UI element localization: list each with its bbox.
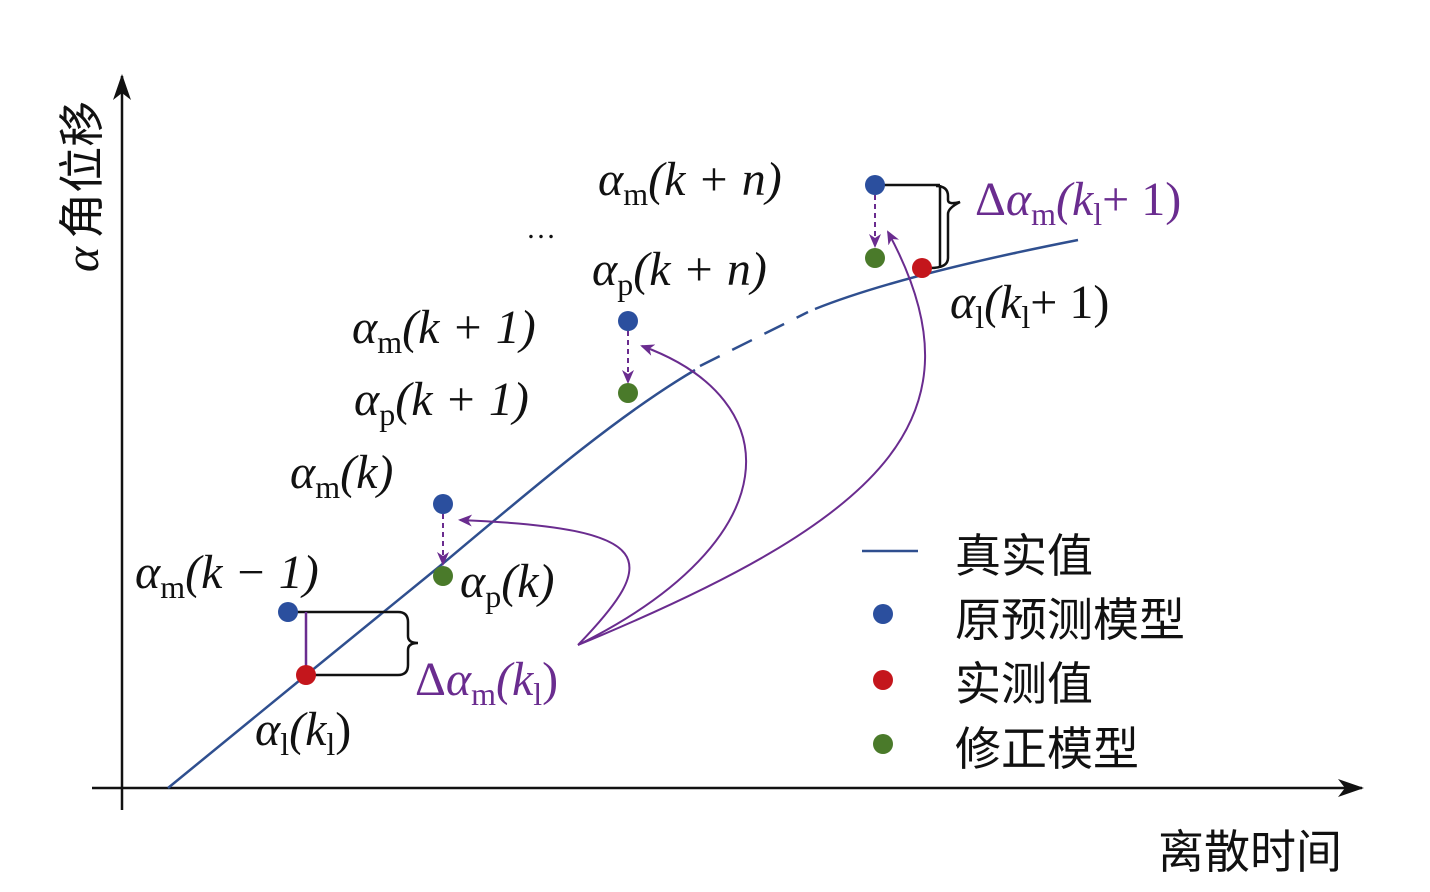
feedback-arrow (458, 514, 631, 646)
label-delta-am-k1: Δαm(kl) (415, 653, 558, 712)
label-ap-k: αp(k) (460, 555, 554, 614)
feedback-arrow (577, 344, 748, 646)
predicted-point (865, 175, 885, 195)
ellipsis: … (526, 212, 556, 245)
legend-red-dot (873, 670, 893, 690)
legend: 真实值 原预测模型 实测值 修正模型 (862, 529, 1185, 776)
svg-text:α角位移: α角位移 (55, 101, 109, 272)
label-am-k-plus-n: αm(k + n) (598, 153, 782, 212)
true-value-curve (167, 368, 696, 789)
corrected-point (618, 383, 638, 403)
y-axis-label: α角位移 (55, 101, 109, 272)
x-axis-label: 离散时间 (1158, 825, 1342, 879)
predicted-point (433, 494, 453, 514)
label-ap-k-plus-n: αp(k + n) (592, 243, 767, 302)
predicted-point (618, 311, 638, 331)
corrected-point (433, 566, 453, 586)
legend-green-dot (873, 734, 893, 754)
label-am-k-plus-1: αm(k + 1) (352, 301, 536, 360)
feedback-arrow (577, 230, 926, 646)
label-ap-k-plus-1: αp(k + 1) (354, 373, 529, 432)
legend-blue-dot (873, 604, 893, 624)
label-delta-am-k1-plus-1: Δαm(kl+ 1) (975, 173, 1181, 232)
label-a1-k1: αl(kl) (255, 703, 351, 762)
legend-label: 真实值 (955, 529, 1093, 583)
legend-label: 实测值 (955, 657, 1093, 711)
label-a1-k1-plus-1: αl(kl+ 1) (950, 276, 1109, 335)
delta-bracket-k1 (288, 610, 419, 677)
measured-point (296, 665, 316, 685)
delta-bracket-k1-plus-1 (875, 183, 961, 270)
corrected-point (865, 248, 885, 268)
true-value-curve-dashed (699, 310, 809, 368)
legend-label: 原预测模型 (955, 593, 1185, 647)
label-am-k-minus-1: αm(k − 1) (135, 546, 319, 605)
predicted-point (278, 602, 298, 622)
label-am-k: αm(k) (290, 446, 393, 505)
measured-point (912, 258, 932, 278)
legend-label: 修正模型 (955, 722, 1139, 776)
